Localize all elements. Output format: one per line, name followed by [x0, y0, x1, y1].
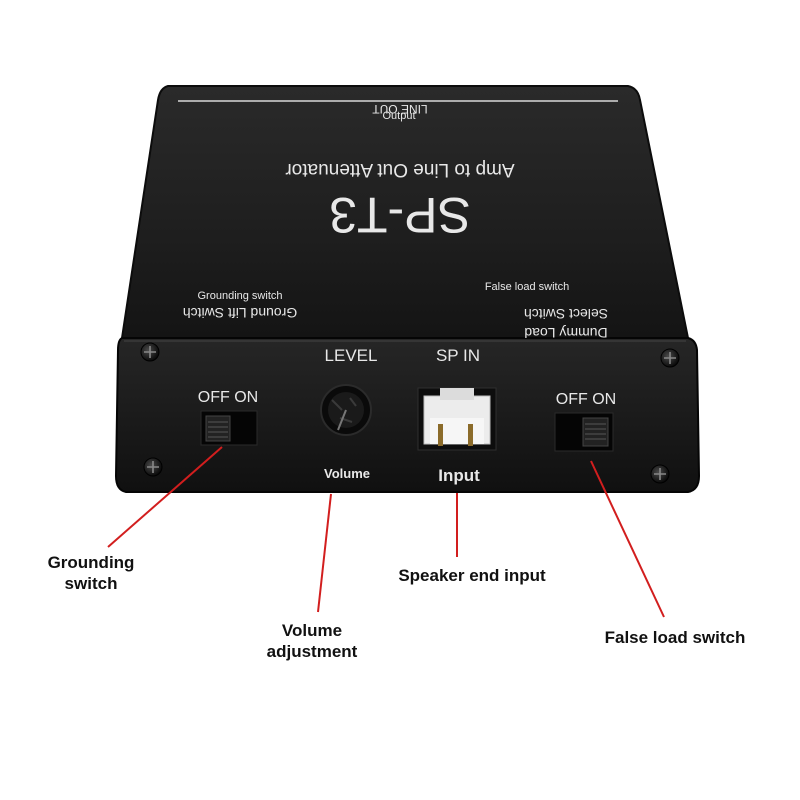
false-load-caption: False load switch [582, 627, 768, 648]
volume-adjustment-caption: Volume adjustment [232, 620, 392, 662]
grounding-caption-line-2: switch [64, 574, 118, 593]
subtitle-label: Amp to Line Out Attenuator [285, 159, 515, 180]
speaker-input-caption: Speaker end input [372, 565, 572, 586]
screw-icon [650, 464, 670, 484]
ground-lift-switch[interactable] [200, 410, 258, 446]
screw-icon [660, 348, 680, 368]
grounding-switch-caption: Grounding switch [28, 552, 154, 594]
volume-caption-line-2: adjustment [266, 642, 358, 661]
input-note: Input [438, 466, 480, 485]
grounding-switch-note: Grounding switch [198, 290, 283, 302]
grounding-callout-line [107, 446, 223, 548]
dummy-load-switch[interactable] [554, 412, 614, 452]
select-switch-label: Select Switch [524, 306, 608, 322]
screw-icon [140, 342, 160, 362]
front-panel [114, 337, 701, 493]
left-switch-label: OFF ON [198, 389, 258, 406]
speaker-caption-line: Speaker end input [398, 566, 546, 585]
model-label: SP-T3 [329, 187, 471, 243]
grounding-caption-line-1: Grounding [47, 553, 135, 572]
false-load-callout-line [590, 460, 665, 618]
ground-lift-label: Ground Lift Switch [183, 305, 297, 321]
false-load-switch-note: False load switch [485, 281, 569, 293]
volume-caption-line-1: Volume [281, 621, 343, 640]
volume-callout-line [317, 493, 332, 613]
dummy-load-label: Dummy Load [524, 325, 607, 341]
line-out-label: LINE OUT [372, 102, 428, 116]
speaker-input-connector[interactable] [417, 387, 497, 451]
false-load-caption-line: False load switch [604, 628, 746, 647]
volume-note: Volume [324, 466, 370, 481]
right-switch-label: OFF ON [556, 391, 616, 408]
screw-icon [143, 457, 163, 477]
volume-knob[interactable] [320, 384, 372, 436]
level-label: LEVEL [325, 346, 378, 365]
sp-in-label: SP IN [436, 346, 480, 365]
output-note: Output [382, 110, 415, 122]
